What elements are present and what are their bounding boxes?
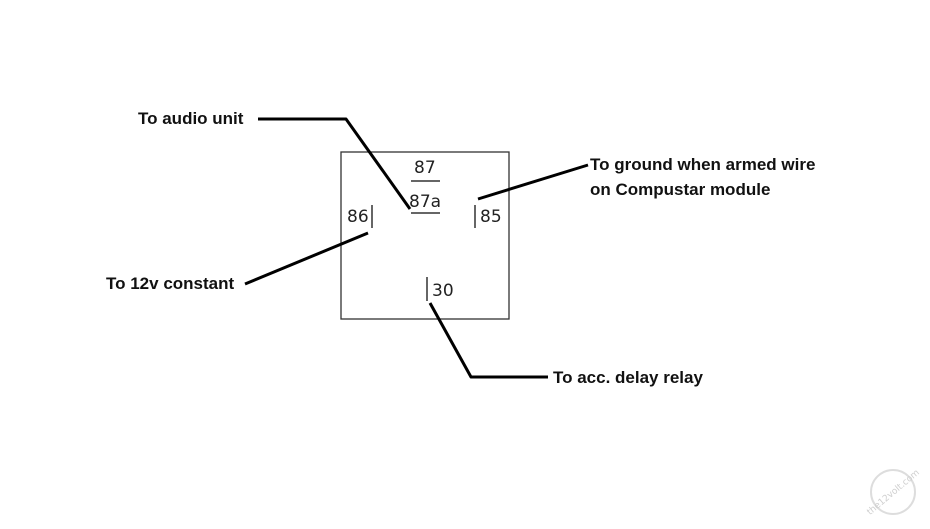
wire-to-audio-unit	[258, 117, 412, 210]
pin-85-label: 85	[480, 207, 502, 227]
pin-86-label: 86	[347, 207, 369, 227]
wire-to-12v-constant	[244, 231, 369, 286]
relay-box	[340, 151, 510, 320]
wire-to-ground-armed	[477, 163, 589, 201]
label-to-12v-constant: To 12v constant	[106, 274, 234, 293]
pin-30-label: 30	[432, 281, 454, 301]
pin-87a-label: 87a	[409, 192, 441, 212]
label-to-ground-line2: on Compustar module	[590, 180, 770, 199]
label-to-audio-unit: To audio unit	[138, 109, 244, 128]
wire-to-acc-delay-relay	[428, 302, 548, 379]
pin-87-label: 87	[414, 158, 436, 178]
watermark-text: the12volt.com	[865, 468, 921, 518]
label-to-ground-line1: To ground when armed wire	[590, 155, 815, 174]
label-to-acc-delay-relay: To acc. delay relay	[553, 368, 703, 387]
watermark-logo: the12volt.com	[865, 468, 921, 518]
watermark-circle	[870, 469, 916, 515]
